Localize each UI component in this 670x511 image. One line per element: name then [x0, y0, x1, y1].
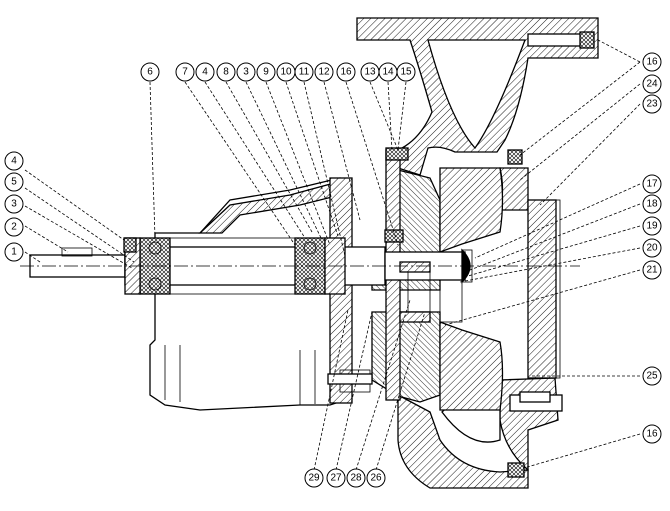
svg-text:7: 7 — [182, 67, 188, 78]
svg-text:25: 25 — [646, 371, 658, 382]
balloon-21: 21 — [642, 260, 662, 280]
svg-text:17: 17 — [646, 179, 658, 190]
balloon-2: 2 — [4, 217, 24, 237]
svg-text:28: 28 — [350, 473, 362, 484]
svg-text:20: 20 — [646, 243, 658, 254]
balloon-13: 13 — [360, 62, 380, 82]
balloon-14: 14 — [378, 62, 398, 82]
svg-text:3: 3 — [11, 199, 17, 210]
balloon-7: 7 — [175, 62, 195, 82]
balloon-24: 24 — [642, 74, 662, 94]
balloon-29: 29 — [304, 468, 324, 488]
svg-text:24: 24 — [646, 79, 658, 90]
svg-text:16: 16 — [646, 57, 658, 68]
svg-text:18: 18 — [646, 199, 658, 210]
balloon-28: 28 — [346, 468, 366, 488]
balloon-4b: 4 — [195, 62, 215, 82]
svg-text:19: 19 — [646, 221, 658, 232]
balloon-25: 25 — [642, 366, 662, 386]
balloon-12: 12 — [314, 62, 334, 82]
balloon-16b: 16 — [642, 52, 662, 72]
impeller — [439, 167, 504, 411]
balloon-23: 23 — [642, 94, 662, 114]
balloon-20: 20 — [642, 238, 662, 258]
balloon-15: 15 — [396, 62, 416, 82]
svg-text:6: 6 — [147, 67, 153, 78]
balloon-26: 26 — [366, 468, 386, 488]
svg-text:16: 16 — [340, 67, 352, 78]
balloon-19: 19 — [642, 216, 662, 236]
svg-text:27: 27 — [330, 473, 342, 484]
balloon-27: 27 — [326, 468, 346, 488]
svg-text:10: 10 — [280, 67, 292, 78]
svg-text:1: 1 — [11, 247, 17, 258]
svg-text:26: 26 — [370, 473, 382, 484]
svg-text:16: 16 — [646, 429, 658, 440]
svg-text:11: 11 — [299, 67, 310, 78]
svg-text:15: 15 — [400, 67, 412, 78]
balloon-4: 4 — [4, 151, 24, 171]
balloon-16a: 16 — [336, 62, 356, 82]
balloon-5: 5 — [4, 172, 24, 192]
balloon-11: 11 — [294, 62, 314, 82]
balloon-10: 10 — [276, 62, 296, 82]
balloon-16c: 16 — [642, 424, 662, 444]
svg-text:4: 4 — [202, 67, 208, 78]
balloon-18: 18 — [642, 194, 662, 214]
svg-text:4: 4 — [11, 156, 17, 167]
balloon-8: 8 — [216, 62, 236, 82]
balloon-17: 17 — [642, 174, 662, 194]
balloon-1: 1 — [4, 242, 24, 262]
balloon-3b: 3 — [236, 62, 256, 82]
svg-text:29: 29 — [308, 473, 320, 484]
balloon-6: 6 — [140, 62, 160, 82]
svg-text:14: 14 — [382, 67, 394, 78]
svg-text:8: 8 — [223, 67, 229, 78]
svg-text:9: 9 — [263, 67, 269, 78]
svg-text:2: 2 — [11, 222, 17, 233]
svg-text:3: 3 — [243, 67, 249, 78]
balloon-3: 3 — [4, 194, 24, 214]
svg-text:21: 21 — [646, 265, 658, 276]
svg-text:12: 12 — [318, 67, 330, 78]
casing-bolts — [123, 31, 595, 478]
svg-text:13: 13 — [364, 67, 376, 78]
leader-lines — [24, 39, 641, 471]
svg-text:23: 23 — [646, 99, 658, 110]
balloon-9: 9 — [256, 62, 276, 82]
mechanical-seal — [399, 261, 431, 323]
svg-text:5: 5 — [11, 177, 17, 188]
